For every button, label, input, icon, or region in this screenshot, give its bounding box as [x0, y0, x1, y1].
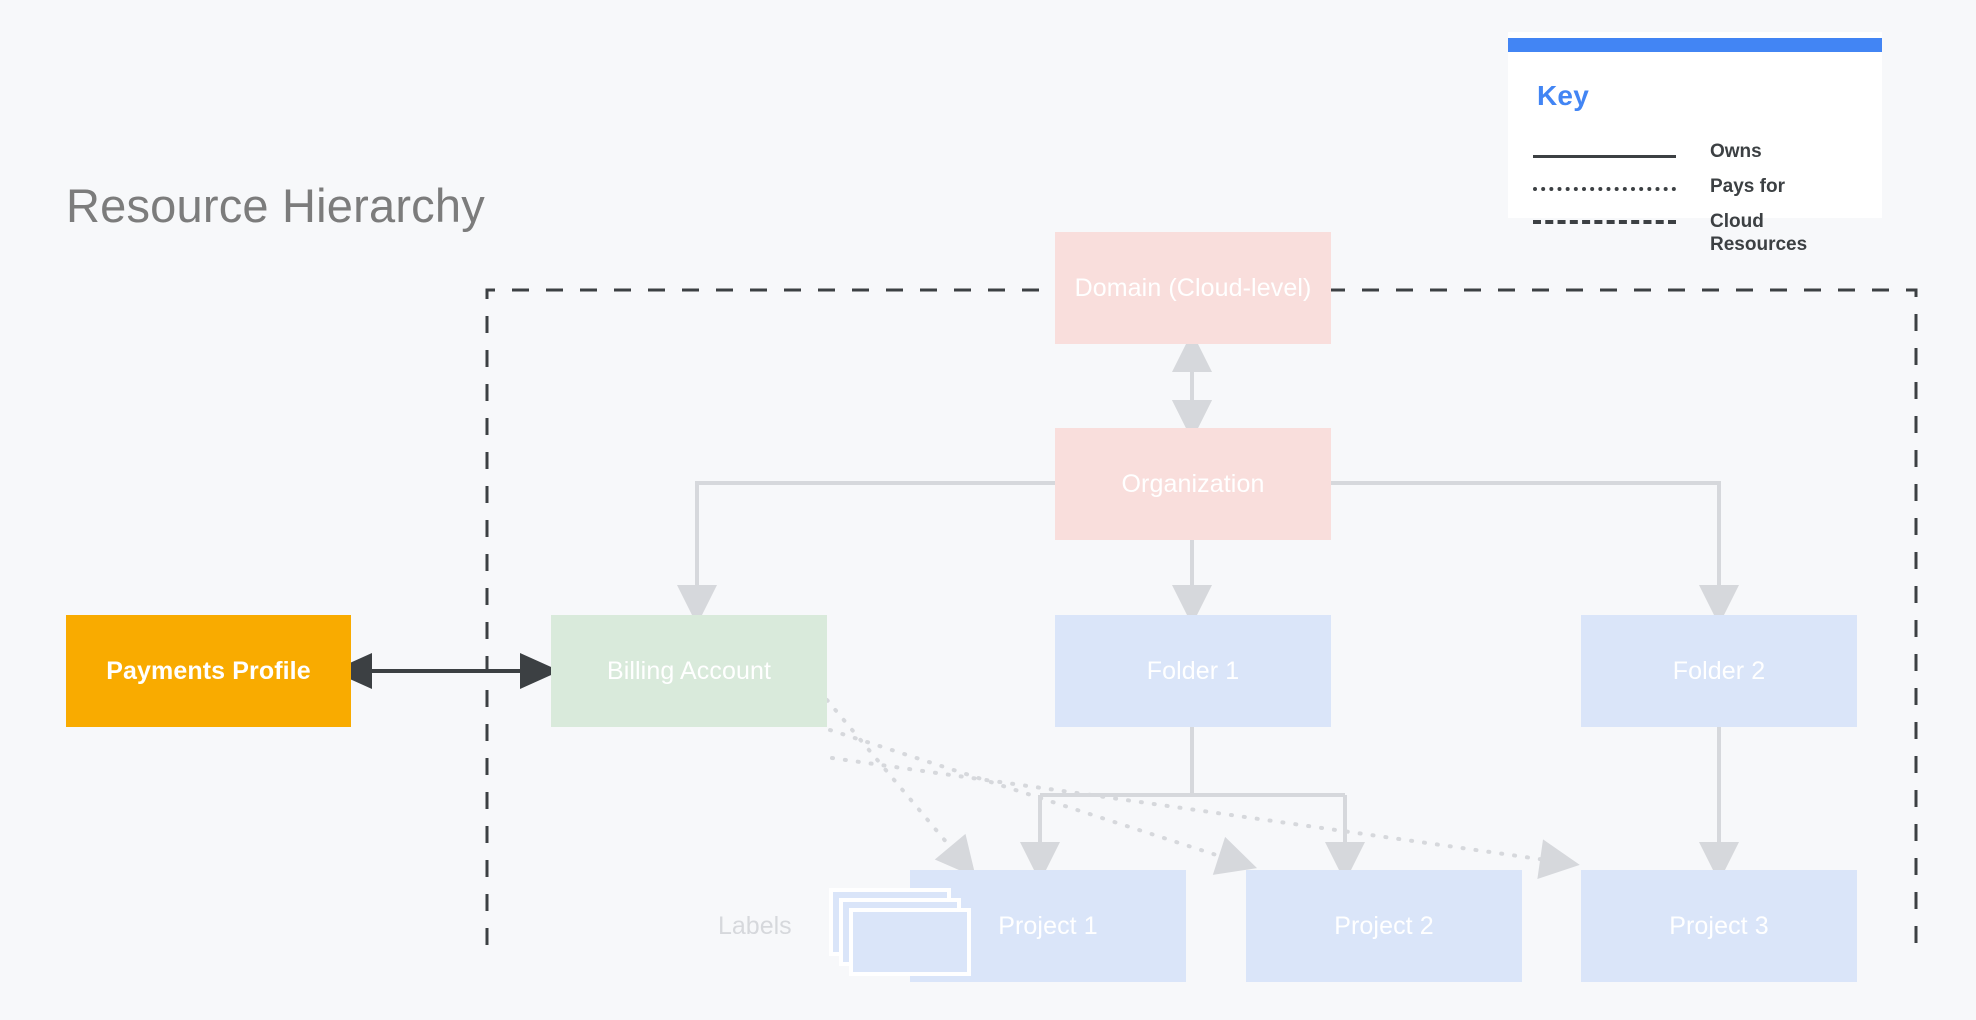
key-label-cloud-resources: Cloud Resources: [1710, 211, 1808, 255]
key-panel: Key Owns Pays for Cloud Resources: [1508, 32, 1882, 255]
edge-billing-project1: [825, 698, 976, 878]
key-label-owns: Owns: [1710, 141, 1762, 162]
key-accent-bar: [1508, 38, 1882, 52]
node-domain[interactable]: Domain (Cloud-level): [1055, 232, 1331, 344]
node-folder-1[interactable]: Folder 1: [1055, 615, 1331, 727]
key-label-pays-for: Pays for: [1710, 176, 1785, 197]
key-title: Key: [1537, 80, 1589, 111]
node-project-2[interactable]: Project 2: [1246, 870, 1522, 982]
labels-caption: Labels: [718, 912, 792, 940]
page-title: Resource Hierarchy: [66, 179, 485, 232]
node-organization[interactable]: Organization: [1055, 428, 1331, 540]
edge-billing-project3: [830, 756, 1580, 879]
node-folder-2[interactable]: Folder 2: [1581, 615, 1857, 727]
node-project-3[interactable]: Project 3: [1581, 870, 1857, 982]
key-line-solid-icon: [1533, 155, 1676, 158]
edge-organization-billing-account: [677, 481, 1060, 625]
key-line-dotted-icon: [1533, 187, 1676, 191]
node-billing-account[interactable]: Billing Account: [551, 615, 827, 727]
node-payments-profile[interactable]: Payments Profile: [66, 615, 351, 727]
key-line-dashed-icon: [1533, 220, 1676, 224]
edge-organization-folder2: [1325, 481, 1739, 625]
labels-card-front: [849, 908, 971, 976]
